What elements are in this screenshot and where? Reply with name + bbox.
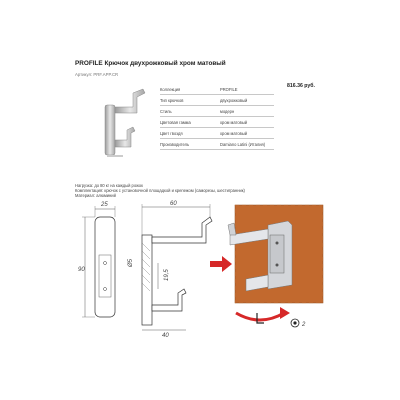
hex-key-icon	[256, 313, 264, 324]
spec-value: Damiano Latini (Италия)	[220, 141, 266, 147]
spec-row: Производитель Damiano Latini (Италия)	[160, 139, 274, 150]
note-line: Комплектация: крючок с установочной площ…	[75, 188, 245, 194]
spec-key: Цвет гвоздя	[160, 130, 183, 136]
product-notes: Нагрузка: до 80 кг на каждый рожок Компл…	[75, 183, 245, 199]
dim-height: 90	[78, 267, 85, 273]
hex-key-label: 2	[301, 322, 306, 328]
dim-width-top: 25	[100, 202, 108, 208]
spec-row: Стиль модерн	[160, 106, 274, 117]
spec-value: модерн	[220, 108, 235, 114]
product-price: 816.36 руб.	[287, 83, 315, 89]
spec-row: Коллекция PROFILE	[160, 84, 274, 95]
spec-value: двухрожковый	[220, 97, 248, 103]
spec-row: Цветовая гамма хром матовый	[160, 117, 274, 128]
spec-key: Коллекция	[160, 86, 181, 92]
spec-value: хром матовый	[220, 119, 248, 125]
push-arrow-icon	[210, 256, 232, 272]
spec-key: Стиль	[160, 108, 172, 114]
dim-hole: Ø5	[128, 258, 134, 268]
front-view: 25 90	[78, 202, 116, 318]
spec-value: PROFILE	[220, 86, 238, 92]
product-title: PROFILE Крючок двухрожковый хром матовый	[75, 60, 226, 67]
spec-key: Тип крючков	[160, 97, 184, 103]
product-article: Артикул: PRF.APP.CR	[75, 72, 119, 77]
mounting-illustration: 2	[210, 204, 324, 328]
note-line: Нагрузка: до 80 кг на каждый рожок	[75, 183, 143, 188]
dim-spacing: 19,5	[164, 269, 170, 281]
note-line: Материал: алюминий	[75, 193, 116, 199]
specs-table: Коллекция PROFILE Тип крючков двухрожковый…	[160, 84, 274, 150]
technical-drawing: 25 90 60 40 Ø5 19,5	[78, 201, 324, 339]
dim-depth-bottom: 40	[162, 333, 169, 339]
spec-key: Цветовая гамма	[160, 119, 191, 125]
spec-row: Тип крючков двухрожковый	[160, 95, 274, 106]
spec-key: Производитель	[160, 141, 190, 147]
side-view: 60 40 Ø5 19,5	[128, 201, 213, 339]
rotate-arrow-icon	[280, 307, 290, 319]
product-photo	[104, 88, 146, 157]
spec-row: Цвет гвоздя хром матовый	[160, 128, 274, 139]
dim-depth-top: 60	[170, 201, 177, 207]
spec-value: хром матовый	[220, 130, 248, 136]
